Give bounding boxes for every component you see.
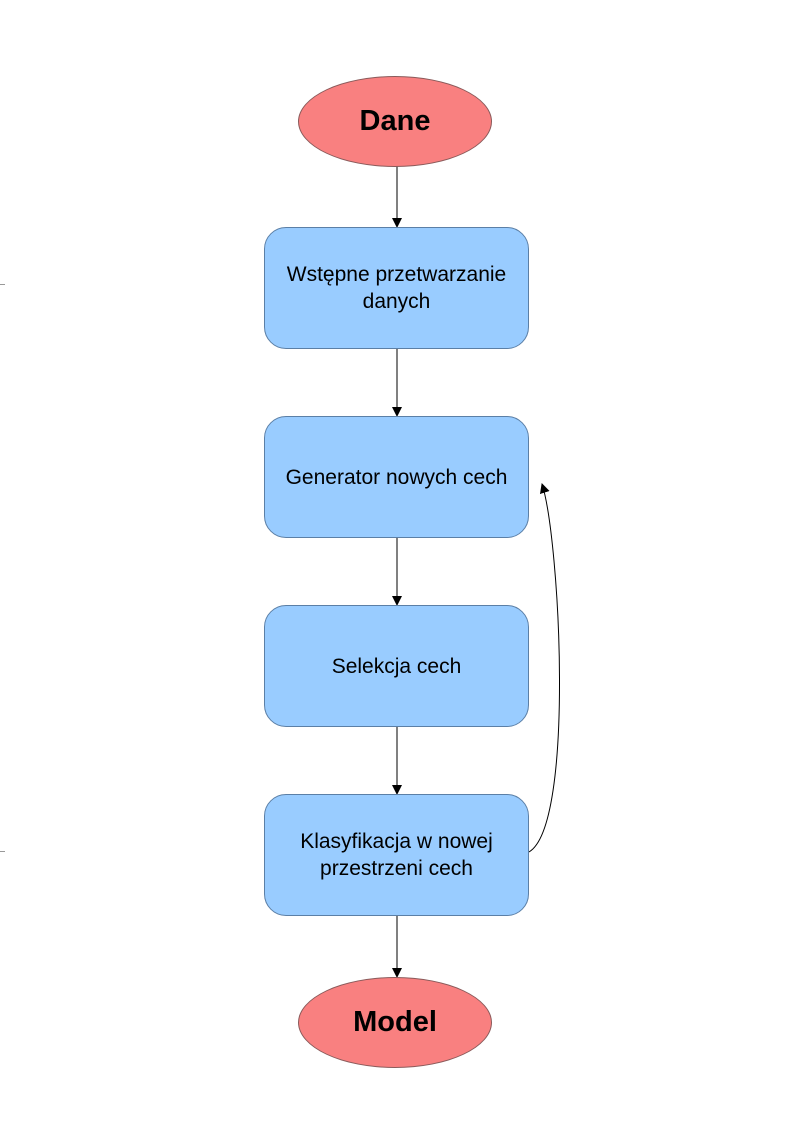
classification-node-label: Klasyfikacja w nowej przestrzeni cech (300, 830, 493, 880)
start-node-label: Dane (359, 105, 431, 137)
margin-tick-top (0, 284, 5, 285)
margin-tick-bottom (0, 851, 5, 852)
process-node-selection: Selekcja cech (264, 605, 529, 727)
end-node-label: Model (353, 1006, 437, 1038)
process-node-classification: Klasyfikacja w nowej przestrzeni cech (264, 794, 529, 916)
edge-classification-generator-feedback (528, 483, 560, 853)
end-node-model: Model (298, 977, 492, 1068)
process-node-preprocess: Wstępne przetwarzanie danych (264, 227, 529, 349)
start-node-dane: Dane (298, 76, 492, 167)
generator-node-label: Generator nowych cech (285, 465, 508, 489)
preprocess-node-label: Wstępne przetwarzanie danych (286, 263, 507, 313)
process-node-generator: Generator nowych cech (264, 416, 529, 538)
selection-node-label: Selekcja cech (331, 654, 462, 678)
